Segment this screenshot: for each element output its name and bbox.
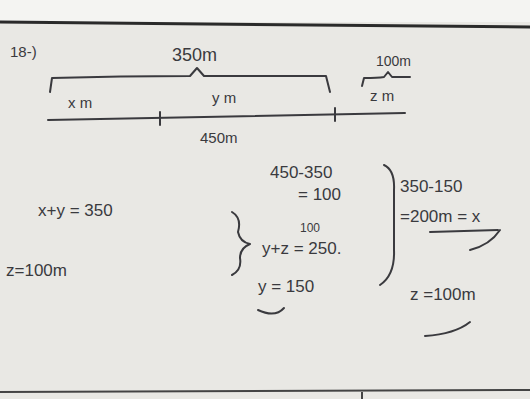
handwritten-note: z m (370, 88, 394, 103)
handwritten-note: z=100m (6, 262, 67, 279)
handwritten-note: y = 150 (258, 278, 314, 295)
tick (334, 108, 336, 121)
handwritten-note: = 100 (298, 186, 341, 203)
handwritten-note: 100m (376, 54, 411, 68)
paper-line (0, 390, 530, 392)
handwritten-note: x+y = 350 (38, 202, 113, 219)
check-mark (425, 322, 470, 336)
handwritten-note: y+z = 250. (262, 240, 341, 257)
handwritten-note: 350-150 (400, 178, 462, 195)
paper-edge (0, 22, 530, 27)
paper-line (361, 392, 363, 399)
handwritten-note: y m (212, 90, 236, 105)
small-brace (362, 72, 410, 86)
handwritten-note: x m (68, 95, 92, 110)
check-mark (258, 308, 284, 314)
curly-brace (232, 212, 250, 275)
tick (159, 112, 161, 125)
bracket (380, 165, 394, 285)
underline (430, 230, 498, 232)
segment-line (48, 113, 405, 120)
top-brace (50, 68, 330, 92)
handwritten-note: 450m (200, 130, 238, 145)
handwritten-note: =200m = x (400, 208, 480, 225)
check-mark (470, 230, 500, 250)
handwritten-note: 18-) (10, 44, 37, 59)
paper-top (0, 0, 530, 22)
handwritten-note: 100 (300, 222, 320, 234)
handwritten-note: 350m (172, 46, 217, 64)
handwritten-note: 450-350 (270, 164, 332, 181)
handwritten-note: z =100m (410, 286, 476, 303)
